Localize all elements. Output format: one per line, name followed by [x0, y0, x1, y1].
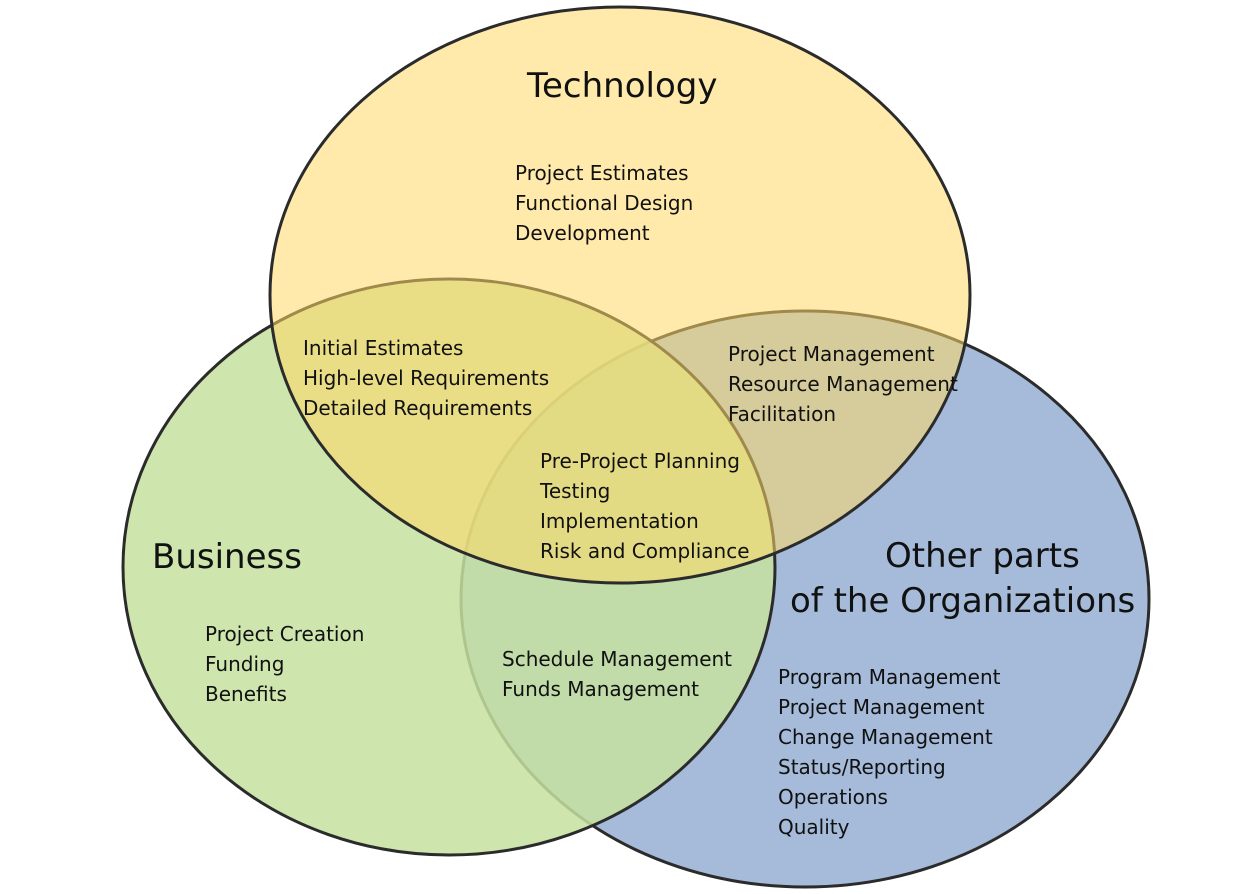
business-organization-items: Schedule Management Funds Management — [502, 644, 732, 704]
technology-item: Functional Design — [515, 191, 694, 215]
tech-organization-item: Project Management — [728, 342, 935, 366]
technology-ellipse — [268, 5, 972, 585]
organization-item: Operations — [778, 785, 888, 809]
business-item: Benefits — [205, 682, 287, 706]
all-three-item: Pre-Project Planning — [540, 449, 740, 473]
technology-items: Project Estimates Functional Design Deve… — [515, 158, 693, 248]
technology-title: Technology — [527, 66, 718, 106]
organization-item: Status/Reporting — [778, 755, 946, 779]
all-three-item: Testing — [540, 479, 611, 503]
organization-item: Change Management — [778, 725, 993, 749]
all-three-item: Implementation — [540, 509, 699, 533]
organization-items: Program Management Project Management Ch… — [778, 662, 1001, 842]
organization-item: Project Management — [778, 695, 985, 719]
business-items: Project Creation Funding Benefits — [205, 619, 364, 709]
business-item: Funding — [205, 652, 285, 676]
business-organization-item: Funds Management — [502, 677, 699, 701]
organization-title-line2: of the Organizations — [790, 581, 1136, 621]
organization-item: Program Management — [778, 665, 1001, 689]
business-organization-item: Schedule Management — [502, 647, 733, 671]
all-three-item: Risk and Compliance — [540, 539, 750, 563]
technology-item: Development — [515, 221, 650, 245]
tech-business-items: Initial Estimates High-level Requirement… — [303, 333, 549, 423]
business-item: Project Creation — [205, 622, 365, 646]
tech-organization-items: Project Management Resource Management F… — [728, 339, 958, 429]
business-title: Business — [152, 537, 302, 577]
all-three-items: Pre-Project Planning Testing Implementat… — [540, 446, 750, 566]
tech-organization-item: Facilitation — [728, 402, 836, 426]
organization-item: Quality — [778, 815, 850, 839]
technology-item: Project Estimates — [515, 161, 689, 185]
tech-organization-item: Resource Management — [728, 372, 958, 396]
tech-business-item: High-level Requirements — [303, 366, 550, 390]
tech-business-item: Initial Estimates — [303, 336, 464, 360]
organization-title-line1: Other parts — [885, 536, 1080, 576]
tech-business-item: Detailed Requirements — [303, 396, 533, 420]
